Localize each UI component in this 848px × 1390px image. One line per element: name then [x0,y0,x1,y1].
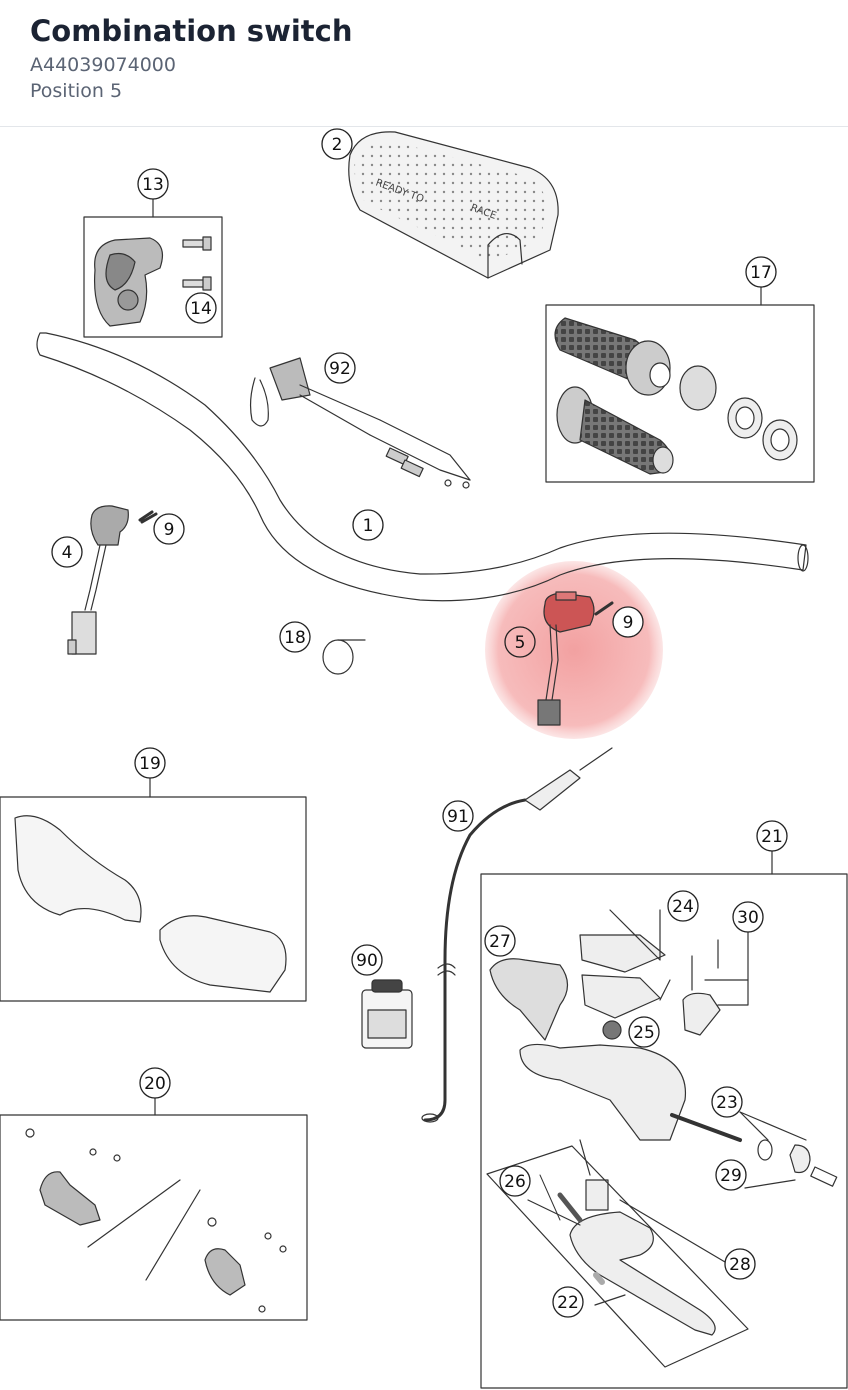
fluid-bottle-90 [361,979,413,1049]
bolts-14 [182,236,212,291]
callout-14: 14 [185,292,217,324]
callout-91: 91 [442,800,474,832]
box-21 [480,873,848,1389]
handlebar [36,332,807,602]
callout-label: 14 [190,299,212,319]
callout-label: 91 [447,807,469,827]
handlebar-pad: READY TO RACE [348,131,559,279]
callout-label: 19 [139,754,161,774]
callout-label: 2 [332,135,343,155]
callout-label: 13 [142,175,164,195]
part-number: A44039074000 [30,54,176,76]
callout-22: 22 [552,1286,584,1318]
callout-26: 26 [499,1165,531,1197]
callout-label: 25 [633,1023,655,1043]
handguards-19 [14,815,287,993]
callout-90: 90 [351,944,383,976]
callout-23: 23 [711,1086,743,1118]
callout-24: 24 [667,890,699,922]
header: Combination switch A44039074000 Position… [0,0,848,127]
callout-label: 28 [729,1255,751,1275]
callout-label: 21 [761,827,783,847]
callout-9: 9 [153,513,185,545]
callout-20: 20 [139,1067,171,1099]
callout-4: 4 [51,536,83,568]
grips-17 [554,317,798,475]
callout-label: 27 [489,932,511,952]
callout-21: 21 [756,820,788,852]
cable-tie-18 [322,639,366,675]
callout-25: 25 [628,1016,660,1048]
switch-housing-13 [93,237,163,327]
callouts: 1245991314171819202122232425262728293090… [51,128,788,1318]
callout-1: 1 [352,509,384,541]
callout-9: 9 [612,606,644,638]
callout-2: 2 [321,128,353,160]
master-cylinder-21 [489,934,838,1211]
box-20 [0,1114,308,1321]
callout-label: 22 [557,1293,579,1313]
box-19 [0,796,307,1002]
callout-label: 24 [672,897,694,917]
highlight-circle [485,561,663,739]
callout-label: 17 [750,263,772,283]
lever-box [486,1145,749,1368]
mounts-20 [25,1128,287,1313]
box-17 [545,304,815,483]
callout-92: 92 [324,352,356,384]
callout-label: 92 [329,359,351,379]
callout-label: 90 [356,951,378,971]
callout-label: 9 [164,520,175,540]
position-label: Position 5 [30,80,123,102]
callout-5: 5 [504,626,536,658]
callout-28: 28 [724,1248,756,1280]
callout-label: 26 [504,1172,526,1192]
callout-29: 29 [715,1159,747,1191]
callout-label: 1 [363,516,374,536]
callout-30: 30 [732,901,764,933]
brake-lever [539,1174,716,1336]
callout-27: 27 [484,925,516,957]
callout-label: 9 [623,613,634,633]
screw-9a [138,510,158,524]
callout-13: 13 [137,168,169,200]
page-title: Combination switch [30,14,353,48]
callout-label: 20 [144,1074,166,1094]
callout-label: 5 [515,633,526,653]
callout-label: 29 [720,1166,742,1186]
callout-17: 17 [745,256,777,288]
combination-switch-5 [537,591,614,726]
callout-19: 19 [134,747,166,779]
callout-label: 18 [284,628,306,648]
callout-label: 30 [737,908,759,928]
throttle-cables-92 [249,357,471,489]
switch-4 [67,505,129,655]
callout-label: 23 [716,1093,738,1113]
callout-18: 18 [279,621,311,653]
clutch-line-91 [421,747,613,1123]
callout-label: 4 [62,543,73,563]
